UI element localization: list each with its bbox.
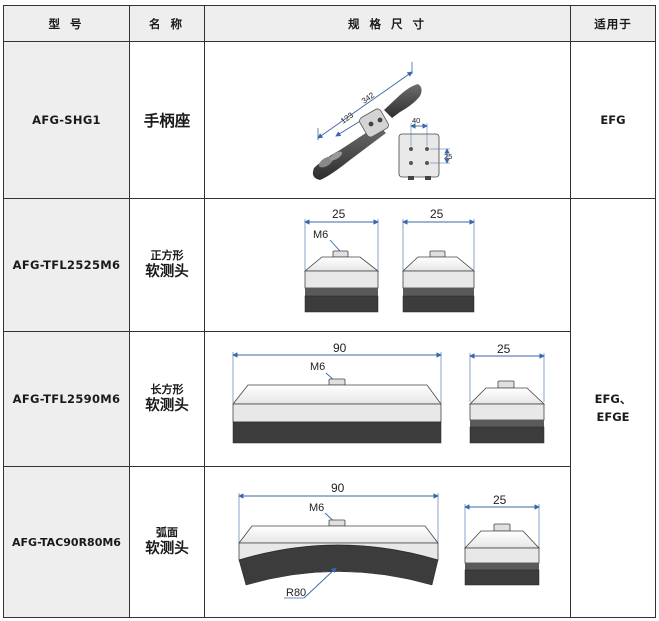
dim-width: 40 [412, 116, 420, 125]
header-applies: 适用于 [571, 6, 655, 41]
model-cell: AFG-TFL2590M6 [4, 332, 129, 466]
name-shape: 长方形 [150, 382, 184, 396]
name-type: 软测头 [145, 540, 189, 557]
thread-label: M6 [310, 361, 325, 373]
table-border-bottom [3, 617, 656, 618]
name-shape: 正方形 [150, 248, 184, 262]
table-border-top [3, 5, 656, 6]
name-cell: 弧面 软测头 [130, 467, 204, 617]
name-cell: 长方形 软测头 [130, 332, 204, 466]
dim-width-right: 25 [430, 207, 444, 221]
arc-pad [238, 544, 439, 586]
name-cell: 手柄座 [143, 112, 191, 130]
dim-inner: 123 [339, 110, 356, 125]
row-divider-3 [3, 466, 570, 467]
dim-width-left: 90 [333, 341, 347, 355]
thread-label: M6 [313, 229, 328, 241]
applies-line-2: EFGE [596, 410, 630, 424]
handle-grip [312, 125, 386, 180]
handle-clamp [359, 108, 389, 138]
model-cell: AFG-TFL2525M6 [4, 199, 129, 331]
col-divider-left [3, 5, 4, 618]
col-divider-right [655, 5, 656, 618]
header-model: 型 号 [4, 6, 129, 41]
applies-cell: EFG [600, 113, 626, 127]
col-divider-2 [204, 5, 205, 618]
applies-line-1: EFG、 [594, 392, 632, 406]
dim-width-left: 25 [332, 207, 346, 221]
row-divider-1 [3, 198, 656, 199]
row-divider-2 [3, 331, 570, 332]
dim-length: 342 [360, 90, 377, 105]
handle-drawing: 342 123 40 25 [312, 62, 452, 180]
dim-width-right: 25 [493, 493, 507, 507]
name-shape: 弧面 [156, 525, 178, 539]
dim-height: 25 [444, 152, 452, 161]
radius-label: R80 [286, 587, 306, 599]
probe-square-drawing: 25 M6 25 [303, 207, 476, 313]
name-type: 软测头 [145, 263, 189, 280]
probe-arc-drawing: 90 M6 R80 25 [238, 481, 540, 599]
probe-rect-drawing: 90 M6 25 [232, 341, 546, 444]
dim-width-left: 90 [331, 481, 345, 495]
model-cell: AFG-SHG1 [4, 42, 129, 198]
handle-top-grip [384, 84, 422, 118]
col-divider-1 [129, 5, 130, 618]
header-divider [3, 41, 656, 42]
name-type: 软测头 [145, 397, 189, 414]
dim-width-right: 25 [497, 342, 511, 356]
header-name: 名 称 [130, 6, 204, 41]
header-spec: 规 格 尺 寸 [205, 6, 570, 41]
mount-plate [398, 133, 440, 178]
thread-label: M6 [309, 502, 324, 514]
col-divider-3 [570, 5, 571, 618]
applies-merged-cell: EFG、 EFGE [571, 199, 655, 617]
name-cell: 正方形 软测头 [130, 199, 204, 331]
model-cell: AFG-TAC90R80M6 [4, 467, 129, 617]
